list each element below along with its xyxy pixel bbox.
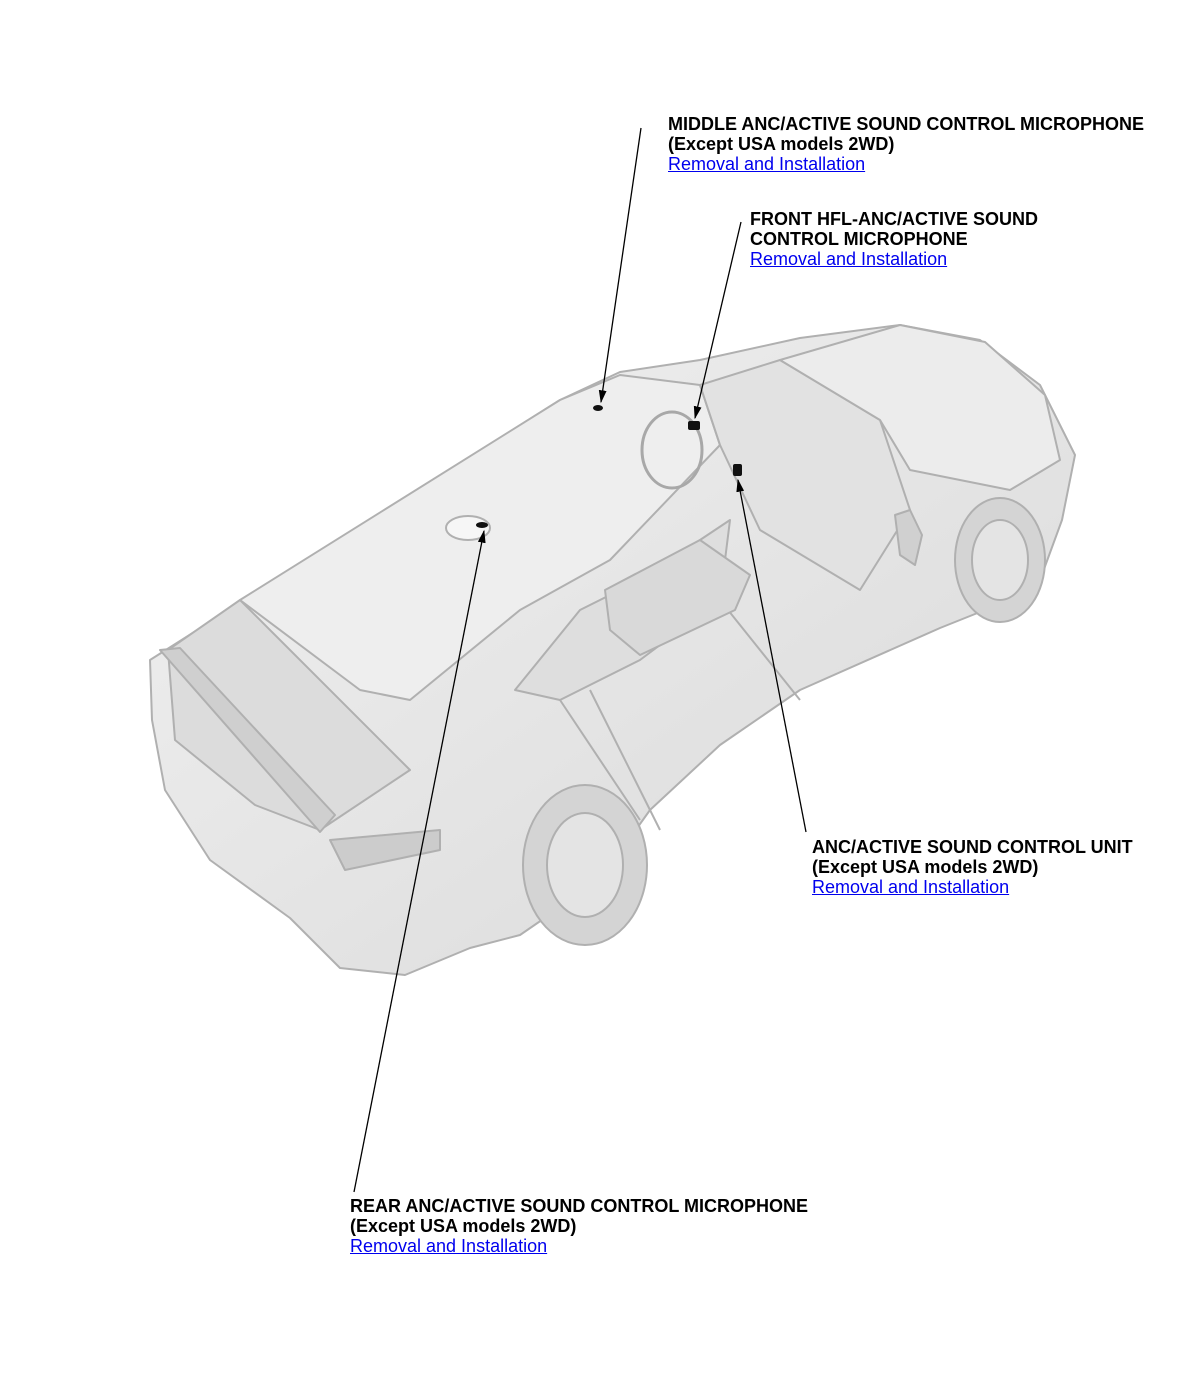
center-console — [604, 539, 751, 656]
middle-microphone-callout: MIDDLE ANC/ACTIVE SOUND CONTROL MICROPHO… — [668, 114, 1144, 174]
hood — [779, 324, 1061, 491]
rear-microphone-removal-link[interactable]: Removal and Installation — [350, 1236, 548, 1256]
front-microphone-mark — [688, 421, 700, 430]
rear-microphone-title: REAR ANC/ACTIVE SOUND CONTROL MICROPHONE — [350, 1196, 809, 1216]
steering-wheel — [640, 410, 704, 490]
front-microphone-removal-link[interactable]: Removal and Installation — [750, 249, 948, 269]
rear-mic-leader — [353, 529, 486, 1193]
control-unit-leader — [736, 478, 807, 833]
rear-wheel-hub — [546, 812, 624, 918]
car-illustration — [149, 324, 1076, 976]
leader-lines — [353, 127, 807, 1193]
middle-microphone-title: MIDDLE ANC/ACTIVE SOUND CONTROL MICROPHO… — [668, 114, 1145, 134]
rear-microphone-mark — [476, 522, 488, 528]
tail-light — [329, 829, 441, 871]
front-microphone-title-cont: CONTROL MICROPHONE — [750, 229, 968, 249]
control-unit-note: (Except USA models 2WD) — [812, 857, 1039, 877]
control-unit-callout: ANC/ACTIVE SOUND CONTROL UNIT (Except US… — [812, 837, 1133, 897]
rear-spoiler — [159, 647, 336, 833]
control-unit-removal-link[interactable]: Removal and Installation — [812, 877, 1010, 897]
door-line — [559, 599, 801, 831]
front-microphone-callout: FRONT HFL-ANC/ACTIVE SOUND CONTROL MICRO… — [750, 209, 1038, 269]
rear-microphone-note: (Except USA models 2WD) — [350, 1216, 577, 1236]
front-mic-leader — [693, 221, 742, 420]
rear-microphone-callout: REAR ANC/ACTIVE SOUND CONTROL MICROPHONE… — [350, 1196, 808, 1256]
middle-microphone-note: (Except USA models 2WD) — [668, 134, 895, 154]
control-unit-mark — [733, 464, 742, 476]
middle-microphone-mark — [593, 405, 603, 411]
front-wheel-hub — [971, 519, 1029, 601]
side-mirror — [894, 509, 923, 566]
control-unit-title: ANC/ACTIVE SOUND CONTROL UNIT — [812, 837, 1133, 857]
front-microphone-title: FRONT HFL-ANC/ACTIVE SOUND — [750, 209, 1038, 229]
components — [476, 405, 742, 528]
middle-mic-leader — [598, 127, 642, 404]
middle-microphone-removal-link[interactable]: Removal and Installation — [668, 154, 866, 174]
